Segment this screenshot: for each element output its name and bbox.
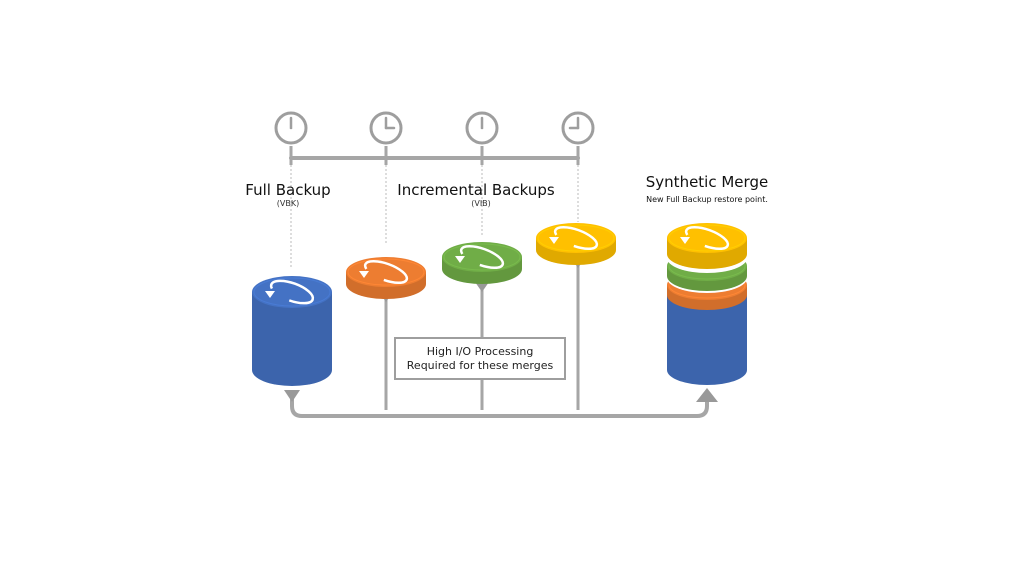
down-arrow — [475, 282, 489, 292]
full-backup-subtitle: (VBK) — [276, 199, 300, 208]
synthetic-full-disk — [667, 223, 747, 385]
clock-1-icon — [274, 111, 308, 145]
incremental-disk-1 — [346, 257, 426, 299]
refresh-icon — [684, 225, 730, 251]
merge-path — [290, 392, 709, 418]
merge-up-arrow — [696, 388, 718, 402]
backup-disks — [252, 223, 747, 386]
incremental-backups-title: Incremental Backups — [397, 181, 555, 199]
synthetic-merge-title: Synthetic Merge — [645, 173, 769, 191]
refresh-icon — [459, 244, 505, 270]
full-backup-title: Full Backup — [245, 181, 331, 199]
io-box-line-2: Required for these merges — [406, 358, 554, 372]
refresh-icon — [553, 225, 599, 251]
io-box-line-1: High I/O Processing — [426, 344, 534, 358]
refresh-icon — [363, 259, 409, 285]
merged-yellow-layer — [667, 223, 747, 269]
incremental-backups-subtitle: (VIB) — [471, 199, 491, 208]
synthetic-merge-subtitle: New Full Backup restore point. — [646, 195, 768, 204]
clock-2-icon — [369, 111, 403, 145]
clock-4-icon — [561, 111, 595, 145]
full-backup-arrow — [284, 390, 300, 402]
refresh-icon — [269, 279, 315, 305]
clock-row — [274, 111, 595, 145]
clock-3-icon — [465, 111, 499, 145]
incremental-disk-2 — [442, 242, 522, 284]
full-backup-disk — [252, 276, 332, 386]
high-io-processing-box: High I/O Processing Required for these m… — [394, 337, 566, 380]
incremental-disk-3 — [536, 223, 616, 265]
